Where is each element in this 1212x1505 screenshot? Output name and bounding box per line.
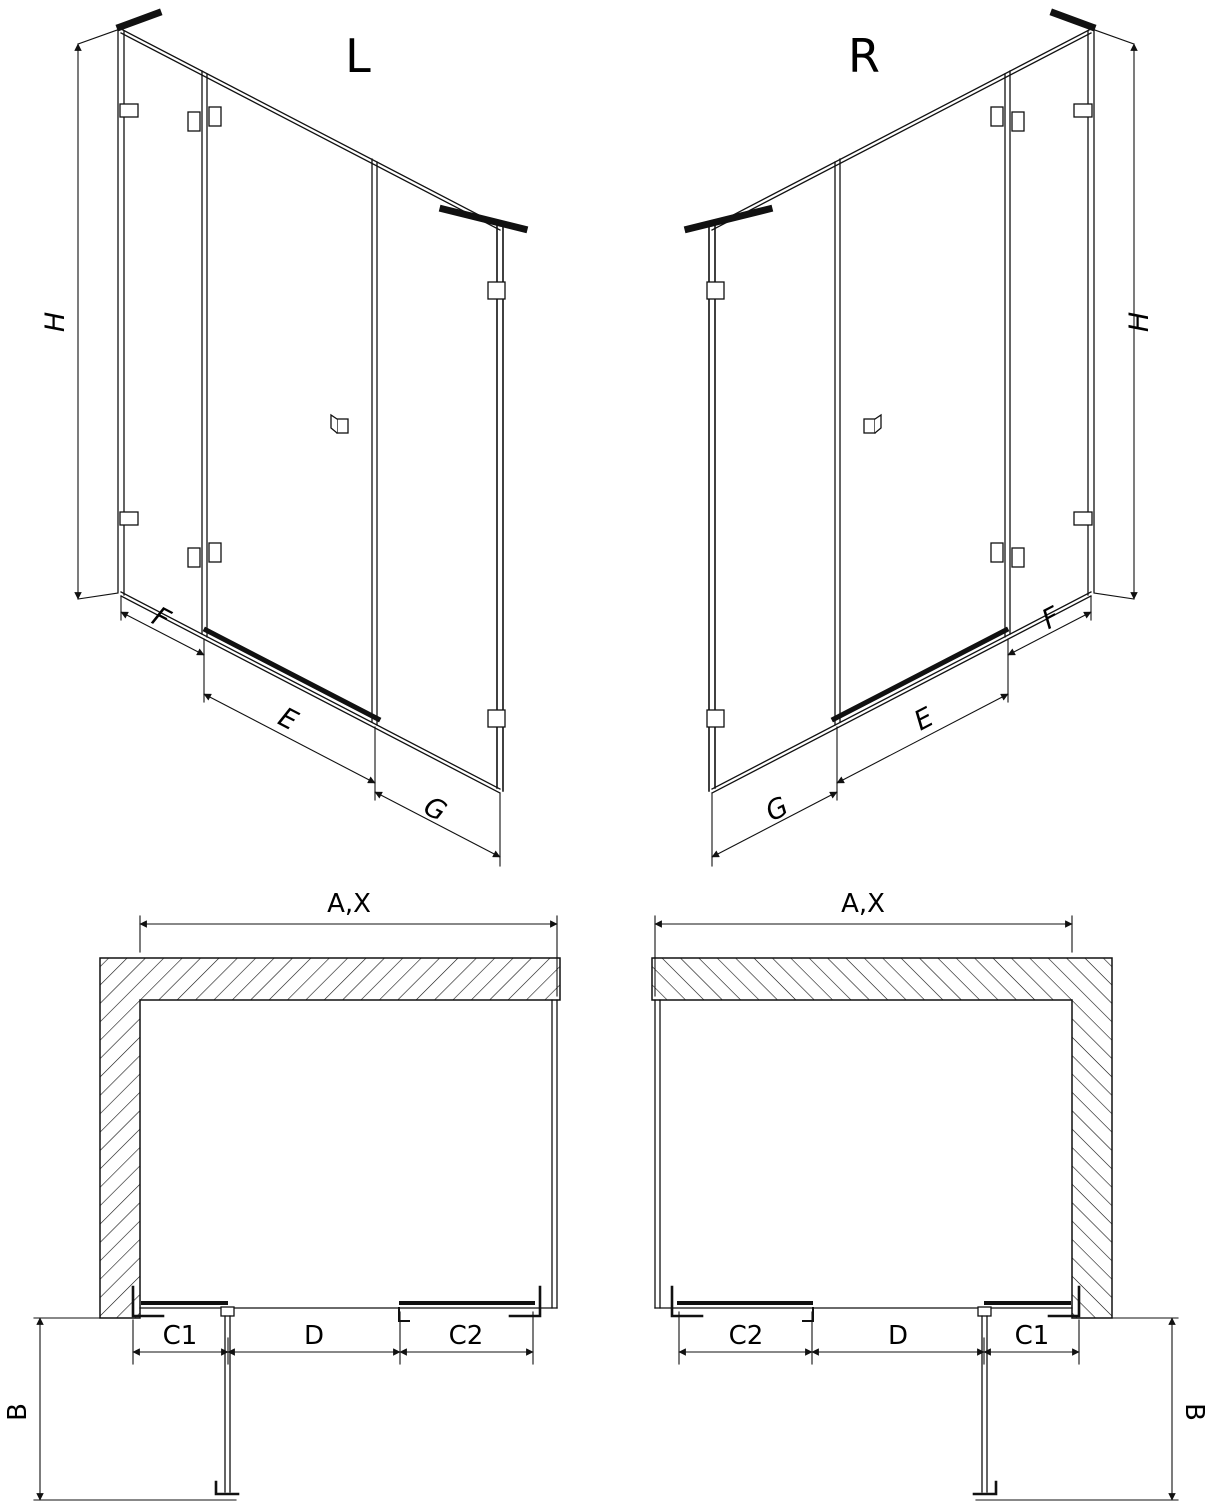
dim-label-ax-right: A,X — [841, 889, 885, 919]
plan-return-panel — [551, 999, 558, 1309]
wall-section — [99, 957, 561, 1319]
labels-perspective-left: L H F E G — [40, 29, 451, 828]
dimension-height — [74, 28, 121, 600]
hinge-stile — [187, 70, 222, 638]
corner-brackets — [131, 1285, 542, 1318]
perspective-drawing-right — [688, 13, 1134, 866]
door-stop-profile — [398, 1307, 410, 1322]
dim-label-c1-left: C1 — [163, 1321, 198, 1351]
door-edge — [371, 158, 378, 726]
dim-label-g-left: G — [418, 791, 451, 828]
wall-profile — [115, 8, 163, 596]
dimension-door-panel — [203, 693, 376, 801]
dimension-depth — [33, 1317, 237, 1501]
labels-plan-right: A,X C2 D C1 B — [729, 889, 1209, 1421]
corner-post — [438, 204, 529, 792]
dimension-chain — [132, 1311, 534, 1365]
dim-label-f-right: F — [1037, 601, 1066, 636]
dimension-side-panel — [374, 791, 501, 867]
labels-plan-left: A,X C1 D C2 B — [3, 889, 483, 1421]
dim-label-d-right: D — [888, 1321, 908, 1351]
view-title-right: R — [848, 29, 880, 83]
dim-label-c2-right: C2 — [729, 1321, 764, 1351]
dim-label-h-right: H — [1124, 312, 1155, 332]
dim-label-h-left: H — [40, 312, 71, 332]
dim-label-ax-left: A,X — [327, 889, 371, 919]
dimension-width — [139, 915, 558, 997]
dim-label-d-left: D — [304, 1321, 324, 1351]
dim-label-b-left: B — [3, 1403, 33, 1421]
dim-label-b-right: B — [1179, 1403, 1209, 1421]
perspective-drawing-left — [74, 8, 529, 867]
dimension-fixed-panel — [120, 595, 205, 703]
plan-open-door — [214, 1306, 240, 1496]
dim-label-c1-right: C1 — [1015, 1321, 1050, 1351]
view-title-left: L — [345, 29, 371, 83]
dim-label-g-right: G — [761, 791, 794, 828]
plan-drawing-right — [652, 916, 1178, 1500]
glass-top-edge — [120, 28, 501, 231]
glass-bottom-edge — [120, 591, 501, 794]
plan-drawing-left — [33, 915, 561, 1501]
dim-label-c2-left: C2 — [449, 1321, 484, 1351]
labels-perspective-right: R H F E G — [761, 29, 1155, 828]
door-handle — [330, 413, 349, 434]
